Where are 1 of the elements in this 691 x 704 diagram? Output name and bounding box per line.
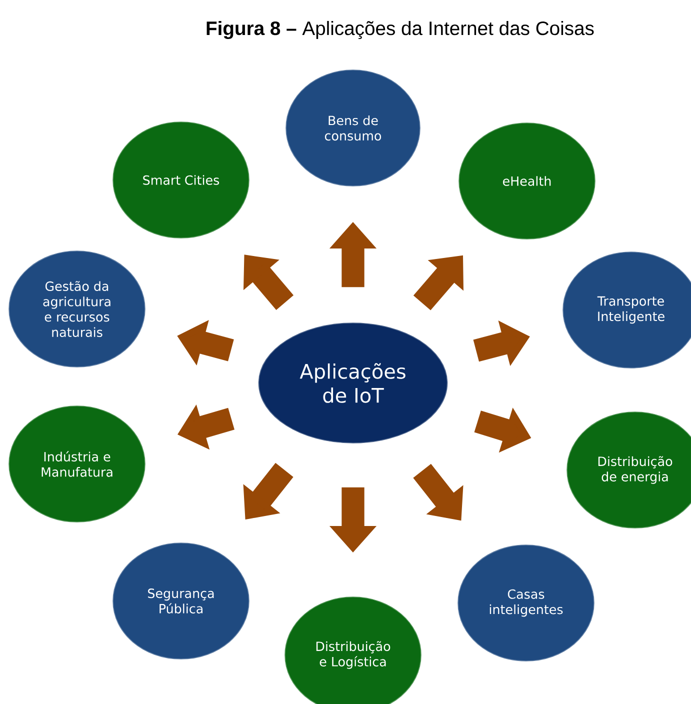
title: Figura 8 – Aplicações da Internet das Coisas <box>206 20 594 40</box>
